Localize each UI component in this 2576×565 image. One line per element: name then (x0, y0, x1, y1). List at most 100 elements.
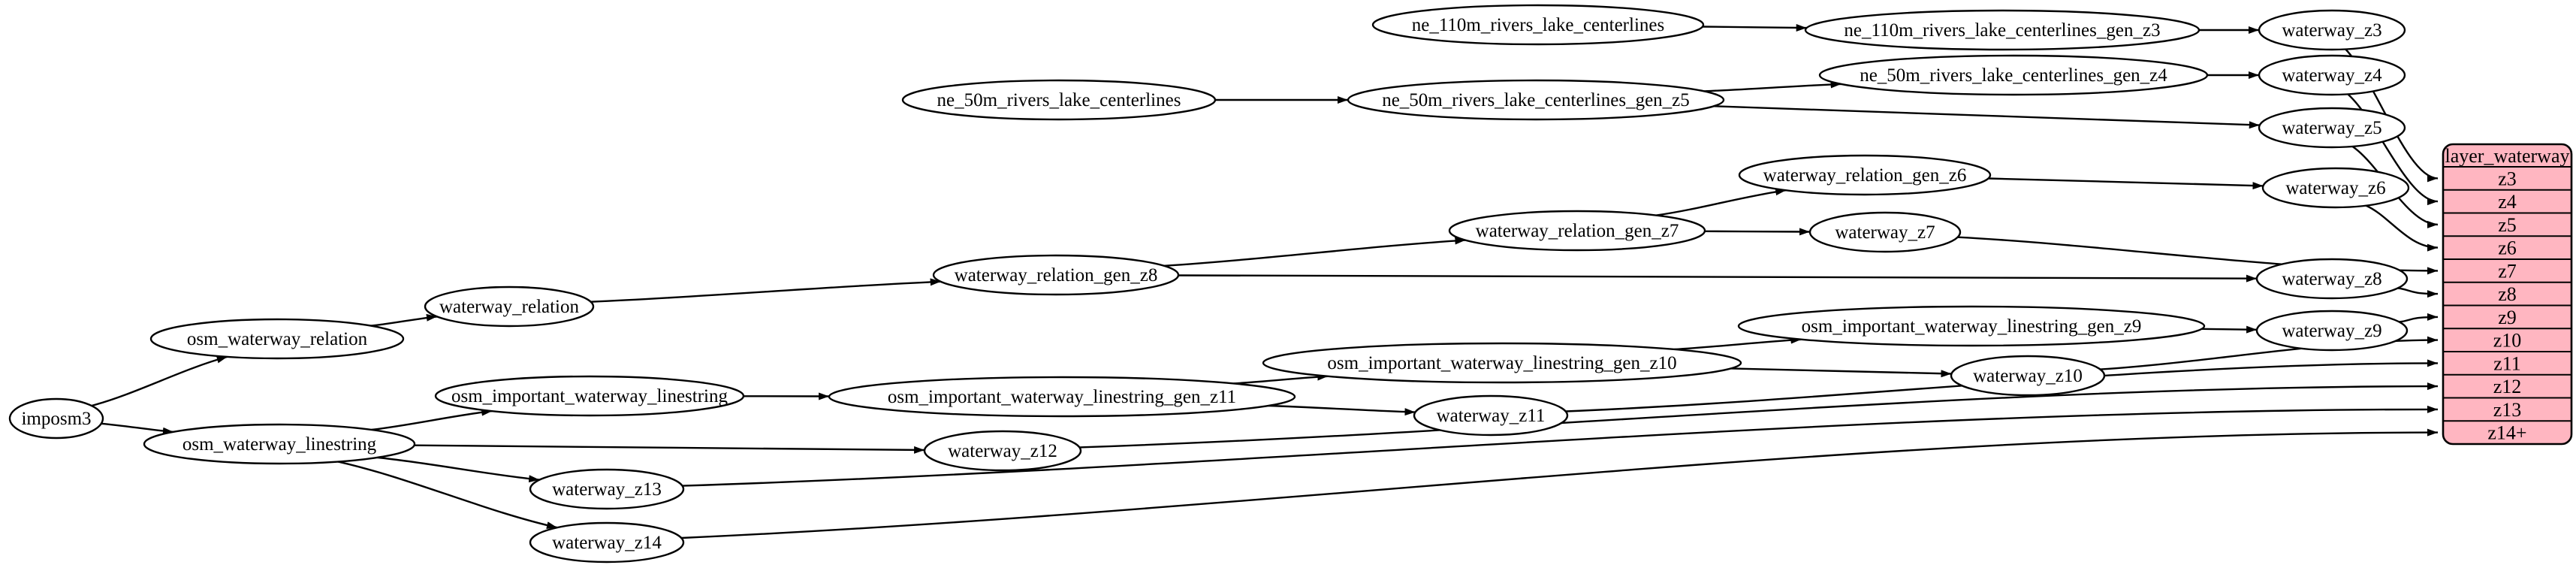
edge-waterway_z6-to-layer_waterway-z6 (2365, 204, 2439, 252)
node-label-ne_110m_rivers_lake_centerlines_gen_z3: ne_110m_rivers_lake_centerlines_gen_z3 (1844, 20, 2160, 41)
node-label-osm_important_waterway_linestring_gen_z10: osm_important_waterway_linestring_gen_z1… (1327, 353, 1676, 373)
edge-waterway_z9-to-layer_waterway-z9 (2399, 313, 2439, 323)
node-label-waterway_z12: waterway_z12 (948, 441, 1057, 461)
node-label-osm_important_waterway_linestring: osm_important_waterway_linestring (451, 386, 728, 406)
edge-waterway_relation_gen_z7-to-waterway_relation_gen_z6 (1656, 188, 1787, 216)
node-label-imposm3: imposm3 (21, 409, 91, 429)
edge-ne_50m_rivers_lake_centerlines_gen_z5-to-waterway_z5 (1713, 105, 2260, 129)
node-ellipse-osm_important_waterway_linestring (434, 375, 745, 417)
node-ellipse-imposm3 (8, 397, 104, 440)
node-label-osm_waterway_relation: osm_waterway_relation (187, 329, 368, 349)
edge-waterway_z14-to-layer_waterway-z14+ (681, 428, 2439, 539)
node-ne_110m_rivers_lake_centerlines: ne_110m_rivers_lake_centerlines (1371, 4, 1705, 46)
edge-osm_important_waterway_linestring_gen_z11-to-waterway_z11 (1268, 404, 1416, 416)
node-label-ne_50m_rivers_lake_centerlines: ne_50m_rivers_lake_centerlines (937, 90, 1181, 110)
node-ellipse-waterway_z3 (2258, 9, 2406, 51)
node-ne_50m_rivers_lake_centerlines: ne_50m_rivers_lake_centerlines (901, 79, 1217, 121)
node-ellipse-waterway_relation (424, 286, 595, 328)
table-row-z9: z9 (2498, 307, 2517, 328)
edge-waterway_relation_gen_z8-to-waterway_z8 (1178, 274, 2258, 282)
edge-osm_waterway_linestring-to-waterway_z14 (337, 461, 558, 529)
node-waterway_z6: waterway_z6 (2261, 167, 2410, 209)
edge-waterway_relation-to-waterway_relation_gen_z8 (590, 278, 941, 303)
node-ellipse-waterway_relation_gen_z6 (1738, 154, 1992, 196)
node-imposm3: imposm3 (8, 397, 104, 440)
node-osm_important_waterway_linestring_gen_z9: osm_important_waterway_linestring_gen_z9 (1737, 305, 2206, 347)
edges-layer (91, 23, 2439, 539)
node-waterway_z5: waterway_z5 (2258, 107, 2406, 149)
node-waterway_z8: waterway_z8 (2255, 258, 2409, 300)
edge-waterway_relation_gen_z6-to-waterway_z6 (1988, 177, 2264, 190)
node-ellipse-waterway_z9 (2255, 310, 2409, 352)
node-osm_important_waterway_linestring: osm_important_waterway_linestring (434, 375, 745, 417)
table-row-z14+: z14+ (2487, 422, 2526, 444)
node-ellipse-waterway_relation_gen_z8 (932, 254, 1180, 296)
node-ellipse-waterway_z5 (2258, 107, 2406, 149)
table-row-z6: z6 (2498, 237, 2517, 259)
node-ellipse-waterway_z10 (1950, 355, 2106, 397)
node-ellipse-ne_50m_rivers_lake_centerlines_gen_z5 (1347, 79, 1725, 121)
node-label-osm_important_waterway_linestring_gen_z11: osm_important_waterway_linestring_gen_z1… (888, 387, 1236, 407)
table-layer: layer_waterwayz3z4z5z6z7z8z9z10z11z12z13… (2442, 143, 2573, 446)
node-waterway_z3: waterway_z3 (2258, 9, 2406, 51)
node-waterway_relation: waterway_relation (424, 286, 595, 328)
node-waterway_z13: waterway_z13 (529, 468, 685, 510)
node-ellipse-osm_waterway_linestring (143, 423, 416, 465)
node-waterway_z12: waterway_z12 (923, 430, 1082, 472)
node-label-waterway_z7: waterway_z7 (1835, 222, 1935, 243)
edge-osm_waterway_linestring-to-waterway_z13 (377, 456, 540, 483)
node-ellipse-waterway_z8 (2255, 258, 2409, 300)
node-label-waterway_z9: waterway_z9 (2282, 321, 2381, 341)
node-label-ne_50m_rivers_lake_centerlines_gen_z4: ne_50m_rivers_lake_centerlines_gen_z4 (1860, 65, 2167, 86)
edge-waterway_z4-to-layer_waterway-z4 (2347, 93, 2439, 206)
edge-osm_important_waterway_linestring_gen_z10-to-waterway_z10 (1730, 367, 1952, 378)
node-label-waterway_z4: waterway_z4 (2282, 65, 2382, 86)
node-ne_50m_rivers_lake_centerlines_gen_z5: ne_50m_rivers_lake_centerlines_gen_z5 (1347, 79, 1725, 121)
node-label-osm_waterway_linestring: osm_waterway_linestring (182, 434, 377, 455)
table-row-z4: z4 (2498, 191, 2517, 213)
table-title: layer_waterway (2445, 145, 2569, 167)
node-label-osm_important_waterway_linestring_gen_z9: osm_important_waterway_linestring_gen_z9 (1802, 316, 2142, 337)
edge-osm_waterway_relation-to-waterway_relation (370, 313, 438, 327)
table-row-z3: z3 (2498, 168, 2517, 189)
nodes-layer: imposm3 osm_waterway_relation osm_waterway… (8, 4, 2410, 563)
node-label-ne_50m_rivers_lake_centerlines_gen_z5: ne_50m_rivers_lake_centerlines_gen_z5 (1382, 90, 1690, 110)
table-background (2442, 143, 2573, 446)
edge-osm_important_waterway_linestring_gen_z9-to-waterway_z9 (2201, 325, 2258, 334)
node-ellipse-osm_important_waterway_linestring_gen_z10 (1262, 342, 1742, 384)
node-osm_important_waterway_linestring_gen_z11: osm_important_waterway_linestring_gen_z1… (828, 376, 1296, 418)
edge-osm_waterway_linestring-to-osm_important_waterway_linestring (371, 408, 493, 431)
node-waterway_z7: waterway_z7 (1808, 211, 1962, 253)
node-label-waterway_z6: waterway_z6 (2285, 178, 2385, 198)
edge-osm_important_waterway_linestring_gen_z10-to-osm_important_waterway_linestring_gen_z9 (1674, 336, 1802, 351)
edge-ne_110m_rivers_lake_centerlines-to-ne_110m_rivers_lake_centerlines_gen_z3 (1702, 23, 1807, 32)
node-ellipse-waterway_z13 (529, 468, 685, 510)
edge-osm_waterway_linestring-to-waterway_z12 (414, 444, 925, 454)
edge-waterway_z12-to-layer_waterway-z12 (1079, 382, 2439, 449)
node-ne_110m_rivers_lake_centerlines_gen_z3: ne_110m_rivers_lake_centerlines_gen_z3 (1804, 9, 2200, 51)
node-ellipse-osm_important_waterway_linestring_gen_z11 (828, 376, 1296, 418)
table-row-z5: z5 (2498, 214, 2517, 236)
table-row-z8: z8 (2498, 283, 2517, 305)
node-label-waterway_z8: waterway_z8 (2282, 269, 2381, 289)
node-osm_waterway_relation: osm_waterway_relation (149, 318, 405, 360)
edge-imposm3-to-osm_waterway_linestring (101, 422, 174, 435)
node-ellipse-osm_important_waterway_linestring_gen_z9 (1737, 305, 2206, 347)
node-label-waterway_z3: waterway_z3 (2282, 20, 2381, 41)
table-row-z11: z11 (2493, 352, 2521, 374)
node-waterway_relation_gen_z7: waterway_relation_gen_z7 (1448, 210, 1706, 252)
node-ellipse-ne_110m_rivers_lake_centerlines_gen_z3 (1804, 9, 2200, 51)
edge-ne_50m_rivers_lake_centerlines_gen_z5-to-ne_50m_rivers_lake_centerlines_gen_z4 (1703, 80, 1842, 92)
node-label-waterway_z14: waterway_z14 (552, 533, 662, 553)
node-ellipse-osm_waterway_relation (149, 318, 405, 360)
node-ellipse-waterway_z7 (1808, 211, 1962, 253)
node-label-waterway_z10: waterway_z10 (1973, 366, 2083, 386)
node-label-waterway_relation_gen_z7: waterway_relation_gen_z7 (1476, 221, 1679, 241)
table-layer_waterway: layer_waterwayz3z4z5z6z7z8z9z10z11z12z13… (2442, 143, 2573, 446)
node-label-waterway_relation_gen_z8: waterway_relation_gen_z8 (955, 265, 1158, 286)
node-waterway_relation_gen_z6: waterway_relation_gen_z6 (1738, 154, 1992, 196)
edge-waterway_z8-to-layer_waterway-z8 (2397, 287, 2439, 298)
node-osm_important_waterway_linestring_gen_z10: osm_important_waterway_linestring_gen_z1… (1262, 342, 1742, 384)
